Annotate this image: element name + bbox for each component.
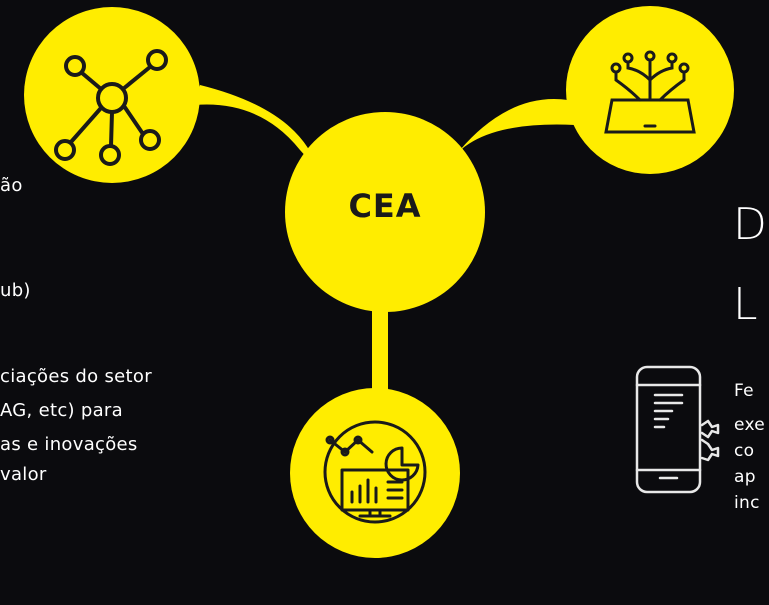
left-text-line-4: AG, etc) para: [0, 400, 123, 421]
connector-top-right: [445, 99, 575, 170]
right-title-line-1: D: [733, 199, 767, 250]
network-nodes-icon: [54, 49, 168, 166]
center-label: CEA: [348, 187, 422, 225]
left-text-line-1: ão: [0, 175, 23, 196]
connector-bottom: [372, 300, 388, 400]
right-text-line-1: Fe: [734, 381, 754, 401]
right-text-line-5: inc: [734, 493, 760, 513]
right-title-line-2: L: [733, 279, 758, 330]
left-text-line-3: ciações do setor: [0, 366, 152, 387]
left-text-line-6: valor: [0, 464, 47, 485]
left-text-line-5: as e inovações: [0, 434, 138, 455]
right-text-line-4: ap: [734, 467, 756, 487]
connector-top-left: [195, 85, 318, 170]
tablet-circuit-icon: [604, 50, 696, 134]
node-bottom-circle: [290, 388, 460, 558]
right-text-line-2: exe: [734, 415, 766, 435]
node-top-left-circle: [24, 7, 200, 183]
smartphone-gear-icon: [635, 365, 720, 494]
left-text-line-2: ub): [0, 280, 31, 301]
analytics-monitor-icon: [323, 420, 427, 524]
right-text-line-3: co: [734, 441, 755, 461]
center-circle: [285, 112, 485, 312]
